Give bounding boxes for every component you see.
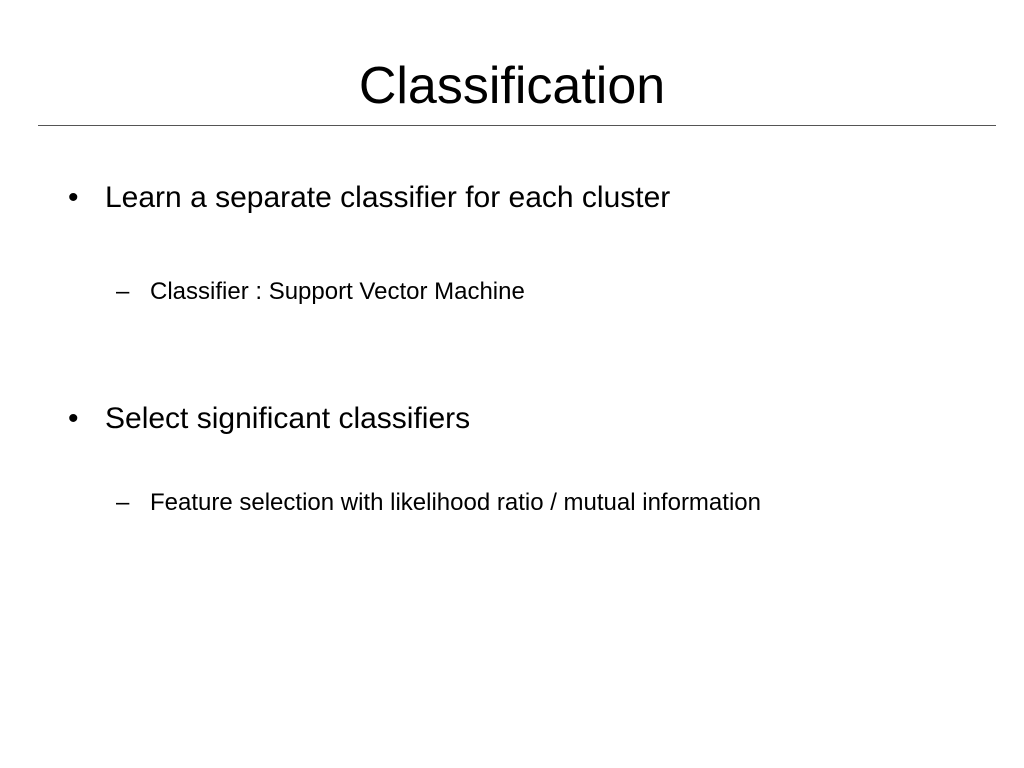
bullet-text: Learn a separate classifier for each clu…	[105, 181, 671, 214]
sub-bullet-marker: –	[116, 278, 130, 305]
bullet-marker: •	[68, 181, 79, 214]
title-divider	[38, 125, 996, 126]
bullet-marker: •	[68, 402, 79, 435]
sub-bullet-text: Feature selection with likelihood ratio …	[150, 489, 761, 516]
sub-bullet-marker: –	[116, 489, 130, 516]
sub-bullet-text: Classifier : Support Vector Machine	[150, 278, 525, 305]
bullet-text: Select significant classifiers	[105, 402, 471, 435]
slide-title: Classification	[358, 57, 666, 115]
